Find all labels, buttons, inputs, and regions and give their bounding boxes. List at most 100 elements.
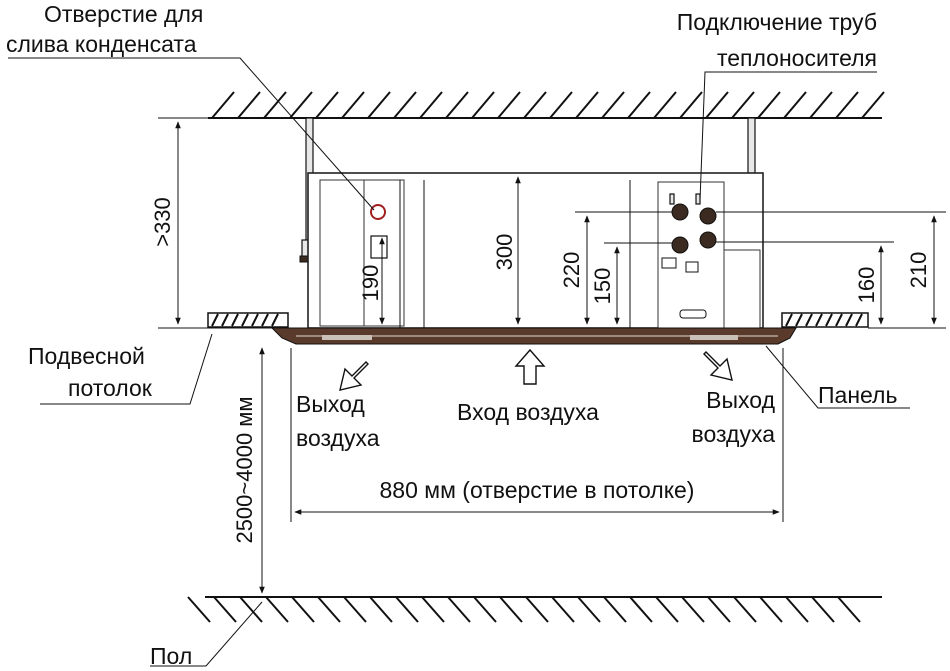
hatch-stroke [783, 91, 807, 119]
hatch-stroke [809, 91, 833, 119]
hatch-stroke [395, 596, 419, 623]
hatch-stroke [629, 596, 653, 623]
dim-pipe-lower: 150 [590, 268, 615, 305]
suspended-ceiling-left [207, 312, 289, 328]
pipe-connection-label-line1: Подключение труб [677, 9, 877, 35]
hatch-stroke [473, 596, 497, 623]
dim-unit-height: 300 [492, 234, 517, 271]
hatch-stroke [251, 313, 259, 327]
air-inlet-arrow [514, 348, 546, 385]
hatch-stroke [289, 91, 313, 119]
hatch-stroke [679, 91, 703, 119]
hatch-stroke [759, 596, 783, 623]
hatch-stroke [261, 313, 269, 327]
hatch-stroke [603, 596, 627, 623]
hatch-stroke [421, 596, 445, 623]
dim-pipe-upper: 220 [559, 252, 584, 289]
hatch-stroke [265, 596, 289, 623]
hatch-stroke [795, 313, 803, 327]
hatch-stroke [213, 596, 237, 623]
air-outlet-left-line1: Выход [296, 391, 365, 417]
hatch-stroke [445, 91, 469, 119]
hatch-stroke [497, 91, 521, 119]
hatch-stroke [733, 596, 757, 623]
air-outlet-arrow-left [339, 361, 369, 391]
floor-label: Пол [150, 643, 192, 669]
hatch-stroke [271, 313, 279, 327]
drain-hole-label-line1: Отверстие для [44, 1, 203, 27]
panel-label: Панель [818, 382, 897, 408]
hatch-stroke [187, 596, 211, 623]
suspended-ceiling-label-line2: потолок [68, 375, 153, 401]
hatch-stroke [627, 91, 651, 119]
suspended-ceiling-label-line1: Подвесной [28, 343, 145, 369]
hatch-stroke [525, 596, 549, 623]
dim-install-height: 2500~4000 мм [232, 396, 257, 543]
dim-drain-height: 190 [358, 265, 383, 302]
pipe-connection-label-line2: теплоносителя [717, 45, 877, 71]
hatch-stroke [551, 596, 575, 623]
air-outlet-arrow-right [703, 351, 733, 381]
hatch-stroke [239, 596, 263, 623]
hatch-stroke [315, 91, 339, 119]
hatch-stroke [221, 313, 229, 327]
air-inlet-label: Вход воздуха [457, 399, 599, 425]
hatch-stroke [523, 91, 547, 119]
hatch-stroke [549, 91, 573, 119]
air-outlet-left-line2: воздуха [296, 425, 380, 451]
hatch-stroke [419, 91, 443, 119]
air-outlet-right-line2: воздуха [692, 421, 776, 447]
suspended-ceiling-right [781, 312, 869, 328]
hatch-stroke [341, 91, 365, 119]
drain-hole-label-line2: слива конденсата [6, 31, 197, 57]
hatch-stroke [577, 596, 601, 623]
decorative-panel [270, 327, 797, 345]
hatch-stroke [811, 596, 835, 623]
hatch-stroke [855, 313, 863, 327]
floor-slab [187, 596, 882, 623]
hatch-stroke [653, 91, 677, 119]
dim-right-upper: 210 [906, 252, 931, 289]
leader-lines [8, 57, 910, 667]
hatch-stroke [785, 313, 793, 327]
hatch-stroke [575, 91, 599, 119]
hatch-stroke [343, 596, 367, 623]
hatch-stroke [317, 596, 341, 623]
hatch-stroke [731, 91, 755, 119]
hatch-stroke [601, 91, 625, 119]
structural-ceiling [208, 91, 885, 119]
hatch-stroke [231, 313, 239, 327]
hatch-stroke [211, 313, 219, 327]
dim-right-lower: 160 [854, 267, 879, 304]
hatch-stroke [757, 91, 781, 119]
hatch-stroke [237, 91, 261, 119]
hatch-stroke [845, 313, 853, 327]
hatch-stroke [835, 91, 859, 119]
hatch-stroke [369, 596, 393, 623]
hatch-stroke [805, 313, 813, 327]
pipe-fittings [661, 193, 717, 319]
hatch-stroke [655, 596, 679, 623]
hatch-stroke [835, 313, 843, 327]
hatch-stroke [825, 313, 833, 327]
hatch-stroke [241, 313, 249, 327]
hatch-stroke [499, 596, 523, 623]
hatch-stroke [707, 596, 731, 623]
hatch-stroke [263, 91, 287, 119]
hatch-stroke [815, 313, 823, 327]
dim-above-ceiling: >330 [150, 197, 175, 247]
hatch-stroke [447, 596, 471, 623]
hatch-stroke [471, 91, 495, 119]
ceiling-opening-label: 880 мм (отверстие в потолке) [380, 477, 695, 503]
dimension-lines [158, 117, 946, 594]
hatch-stroke [785, 596, 809, 623]
hatch-stroke [211, 91, 235, 119]
hatch-stroke [861, 91, 885, 119]
hatch-stroke [705, 91, 729, 119]
air-outlet-right-line1: Выход [706, 387, 775, 413]
hatch-stroke [393, 91, 417, 119]
hatch-stroke [681, 596, 705, 623]
hatch-stroke [291, 596, 315, 623]
hatch-stroke [367, 91, 391, 119]
